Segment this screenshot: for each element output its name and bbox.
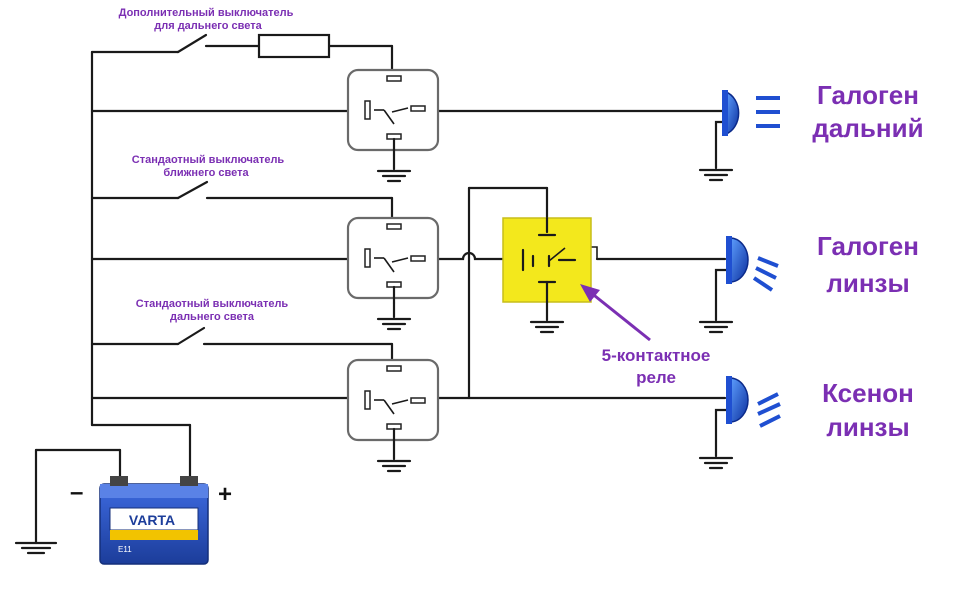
- switch-std-high-label-2: дальнего света: [170, 311, 255, 323]
- relay-low-beam: [346, 216, 440, 305]
- lamp-halogen-high-label-2: дальний: [812, 113, 923, 143]
- bus-wires: [34, 44, 727, 545]
- fuse: [257, 33, 331, 59]
- relay-high-beam-std: [346, 358, 440, 447]
- relay-five-pin-arrow: [580, 284, 651, 342]
- lamp-xenon-lens-label-2: линзы: [826, 412, 909, 442]
- relay-five-pin-label-1: 5-контактное: [602, 346, 711, 365]
- switch-extra-high[interactable]: [176, 33, 208, 54]
- lamp-xenon-lens-icon: [726, 376, 781, 428]
- switch-std-high-label-1: Стандаотный выключатель: [136, 298, 289, 310]
- switch-extra-high-label-1: Дополнительный выключатель: [119, 7, 294, 19]
- lamp-halogen-high-label-1: Галоген: [817, 80, 919, 110]
- lamp-halogen-lens-label-1: Галоген: [817, 231, 919, 261]
- battery-brand: VARTA: [129, 512, 175, 528]
- switch-std-low-label-2: ближнего света: [163, 167, 249, 179]
- lamp-halogen-high-icon: [722, 90, 780, 136]
- battery-plus-sign: +: [218, 481, 232, 508]
- switch-extra-high-label-2: для дальнего света: [154, 20, 262, 32]
- relay-five-pin-label-2: реле: [636, 368, 676, 387]
- battery-minus-sign: –: [70, 479, 83, 506]
- battery-model: E11: [118, 545, 132, 554]
- lamp-xenon-lens-label-1: Ксенон: [822, 378, 914, 408]
- lamp-halogen-lens-icon: [726, 236, 779, 292]
- switch-std-low-label-1: Стандаотный выключатель: [132, 154, 285, 166]
- lamp-halogen-lens-label-2: линзы: [826, 268, 909, 298]
- relay-high-beam: [346, 68, 440, 157]
- switch-std-high[interactable]: [176, 326, 206, 346]
- battery-icon: VARTA E11: [99, 476, 209, 565]
- relay-five-pin: [502, 216, 592, 304]
- switch-std-low[interactable]: [176, 180, 209, 200]
